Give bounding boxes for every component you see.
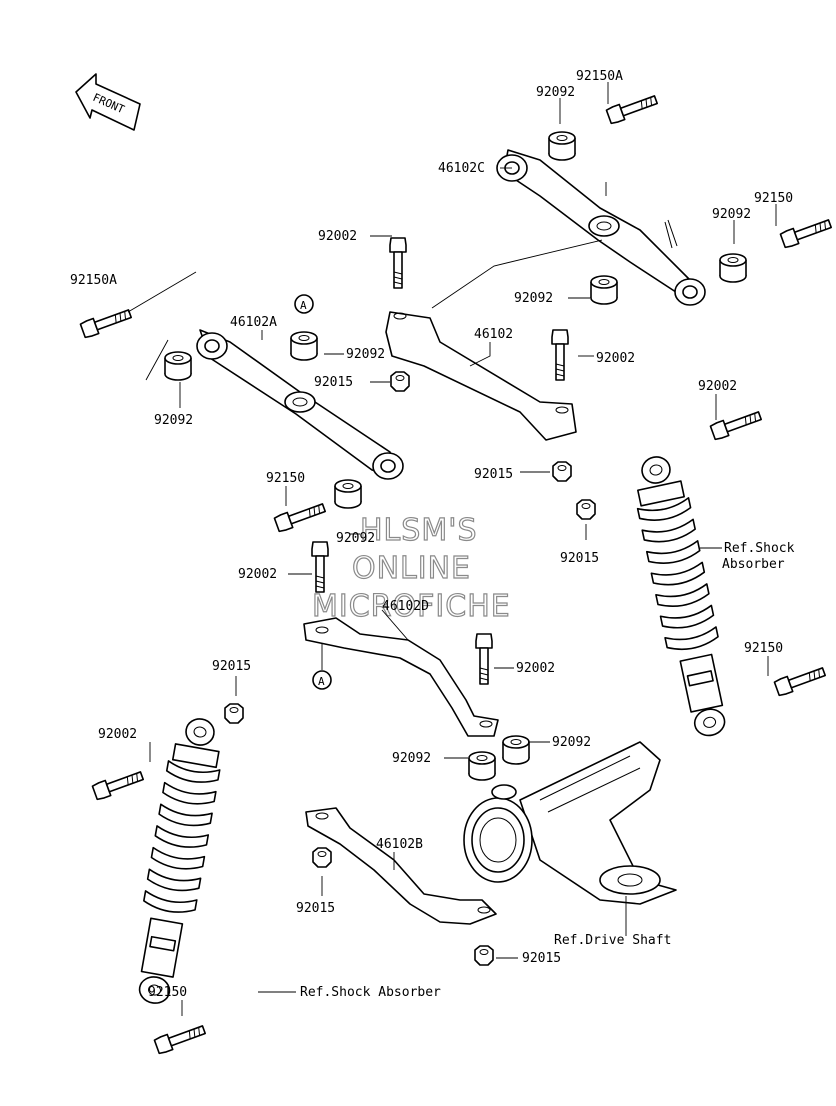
label-92092-left: 92092	[154, 413, 193, 428]
bolt-92002-c	[311, 541, 329, 593]
shock-absorber-right	[636, 456, 726, 737]
bolt-92150A-left	[79, 305, 134, 340]
label-92002-c: 92002	[698, 379, 737, 394]
callout-a-bottom: A	[312, 670, 332, 690]
label-46102B: 46102B	[376, 837, 423, 852]
bolt-92002-e	[709, 407, 764, 442]
bracket-46102	[385, 311, 577, 441]
label-92002-b: 92002	[596, 351, 635, 366]
bolt-92002-f	[91, 767, 146, 802]
label-92150-right: 92150	[754, 191, 793, 206]
label-92092-top: 92092	[536, 85, 575, 100]
label-92150-d: 92150	[148, 985, 187, 1000]
label-92092-d: 92092	[392, 751, 431, 766]
label-92015-d: 92015	[212, 659, 251, 674]
nut-92015-d	[312, 847, 332, 868]
label-ref-shock-bottom: Ref.Shock Absorber	[300, 985, 441, 1000]
nut-92015-c	[576, 499, 596, 520]
label-92015-b: 92015	[474, 467, 513, 482]
label-ref-shock-right-1: Ref.Shock	[724, 541, 795, 556]
bolt-92150-right	[779, 215, 834, 250]
label-92002-e: 92002	[516, 661, 555, 676]
bushing-92092-c	[334, 479, 362, 509]
bolt-92002-d	[475, 633, 493, 685]
label-92015-c: 92015	[560, 551, 599, 566]
nut-92015-b	[552, 461, 572, 482]
label-ref-shock-right-2: Absorber	[722, 557, 785, 572]
bushing-92092-top	[548, 131, 576, 161]
bushing-92092-left	[164, 351, 192, 381]
svg-text:A: A	[318, 675, 325, 688]
label-92092-right: 92092	[712, 207, 751, 222]
callout-a-top: A	[294, 294, 314, 314]
label-46102A: 46102A	[230, 315, 277, 330]
label-92015-f: 92015	[522, 951, 561, 966]
label-92150-b: 92150	[266, 471, 305, 486]
label-92092-mid: 92092	[514, 291, 553, 306]
nut-92015-e	[474, 945, 494, 966]
label-92002-a: 92002	[318, 229, 357, 244]
label-46102C: 46102C	[438, 161, 485, 176]
arm-46102A	[196, 329, 404, 480]
label-92092-a: 92092	[346, 347, 385, 362]
label-92092-c: 92092	[336, 531, 375, 546]
bolt-92150-c	[773, 663, 828, 698]
label-46102D: 46102D	[382, 599, 429, 614]
bolt-92150A-top	[605, 91, 660, 126]
svg-text:A: A	[300, 299, 307, 312]
nut-92015-a	[390, 371, 410, 392]
label-92092-e: 92092	[552, 735, 591, 750]
bracket-46102B	[305, 807, 497, 925]
label-92002-f: 92002	[98, 727, 137, 742]
drive-shaft-housing	[463, 741, 677, 905]
arm-46102C	[496, 149, 706, 306]
watermark-line-3: MICROFICHE	[312, 589, 511, 624]
label-92150A-left: 92150A	[70, 273, 117, 288]
label-92002-d: 92002	[238, 567, 277, 582]
bracket-46102D	[303, 617, 499, 737]
bolt-92150-b	[273, 499, 328, 534]
label-46102: 46102	[474, 327, 513, 342]
watermark-line-2: ONLINE	[352, 551, 471, 586]
bolt-92150-d	[153, 1021, 208, 1056]
label-ref-drive-shaft: Ref.Drive Shaft	[554, 933, 671, 948]
shock-absorber-left	[138, 718, 221, 1004]
label-92150-c: 92150	[744, 641, 783, 656]
bushing-92092-mid	[590, 275, 618, 305]
label-92015-a: 92015	[314, 375, 353, 390]
bolt-92002-b	[551, 329, 569, 381]
watermark: HLSM'S ONLINE MICROFICHE	[311, 512, 511, 624]
bushing-92092-e	[502, 735, 530, 765]
label-92015-e: 92015	[296, 901, 335, 916]
bolt-92002-a	[389, 237, 407, 289]
part-labels: 92150A 92092 46102C 92150 92092 92092 92…	[70, 69, 795, 1000]
bushing-92092-right	[719, 253, 747, 283]
watermark-line-1: HLSM'S	[360, 513, 478, 548]
bushing-92092-d	[468, 751, 496, 781]
label-92150A-top: 92150A	[576, 69, 623, 84]
front-arrow: FRONT	[75, 73, 141, 131]
bushing-92092-a	[290, 331, 318, 361]
nut-92015-f	[224, 703, 244, 724]
leader-lines	[149, 82, 777, 1016]
